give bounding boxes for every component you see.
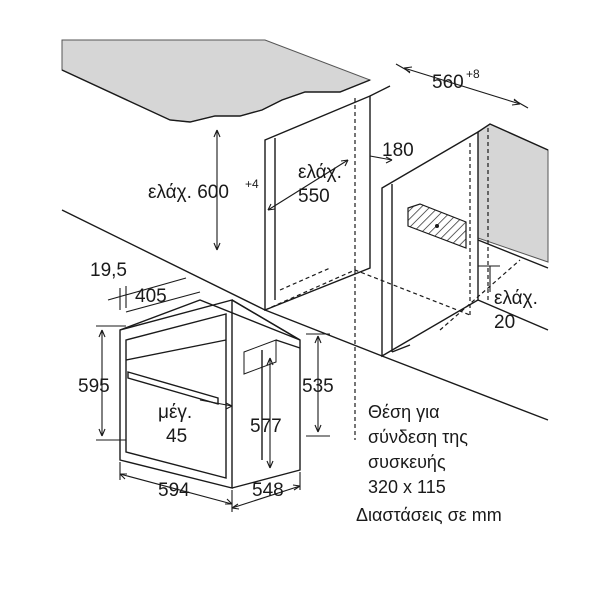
label-560: 560: [432, 72, 464, 93]
label-594: 594: [158, 480, 190, 501]
label-595: 595: [78, 376, 110, 397]
note-line-3: συσκευής: [368, 452, 446, 472]
label-min-600: ελάχ. 600: [148, 182, 229, 203]
label-min-20-b: 20: [494, 312, 515, 333]
worktop-left: [61, 39, 372, 123]
oven-side: [231, 299, 301, 489]
label-min-600-sup: +4: [245, 177, 259, 191]
label-min-550-b: 550: [298, 186, 330, 207]
label-560-sup: +8: [466, 67, 480, 81]
label-405: 405: [135, 286, 167, 307]
label-535: 535: [302, 376, 334, 397]
note-line-1: Θέση για: [368, 402, 440, 422]
note-line-2: σύνδεση της: [368, 427, 468, 447]
oven-front: [119, 299, 233, 489]
oven-handle[interactable]: [127, 371, 219, 405]
label-min-550-a: ελάχ.: [298, 162, 342, 183]
label-548: 548: [252, 480, 284, 501]
label-577: 577: [250, 416, 282, 437]
label-max-45-a: μέγ.: [158, 402, 192, 423]
niche-left-panel: [264, 94, 371, 312]
label-180: 180: [382, 140, 414, 161]
label-max-45-b: 45: [166, 426, 187, 447]
label-19-5: 19,5: [90, 260, 127, 281]
label-min-20-a: ελάχ.: [494, 288, 538, 309]
note-line-4: 320 x 115: [368, 477, 446, 497]
note-units: Διαστάσεις σε mm: [356, 505, 502, 525]
